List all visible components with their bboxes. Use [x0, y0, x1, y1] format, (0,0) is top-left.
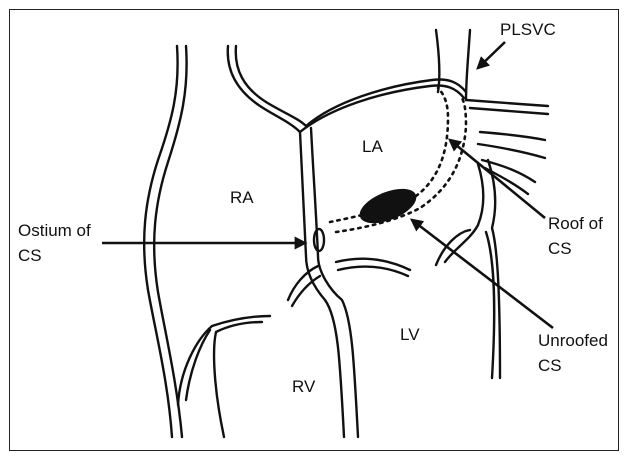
plsvc-arrow: [478, 42, 505, 68]
unroofed-arrow: [412, 220, 553, 328]
label-ra: RA: [230, 188, 254, 207]
ra-free-wall: [144, 46, 186, 437]
label-rv: RV: [292, 377, 316, 396]
label-roof-line1: Roof of: [548, 214, 603, 233]
ostium-of-cs-oval: [314, 229, 324, 251]
label-unroofed-line1: Unroofed: [538, 331, 608, 350]
label-la: LA: [362, 137, 383, 156]
label-roof-line2: CS: [548, 239, 572, 258]
label-ostium-line1: Ostium of: [18, 221, 91, 240]
lv-lateral-wall: [436, 160, 500, 378]
rv-wall: [178, 316, 270, 437]
label-lv: LV: [400, 325, 420, 344]
atrial-roof-wall: [228, 46, 466, 132]
label-unroofed-line2: CS: [538, 356, 562, 375]
label-plsvc: PLSVC: [500, 20, 556, 39]
label-ostium-line2: CS: [18, 246, 42, 265]
unroofed-cs-ellipse: [355, 182, 421, 230]
plsvc-vessel: [436, 30, 548, 114]
